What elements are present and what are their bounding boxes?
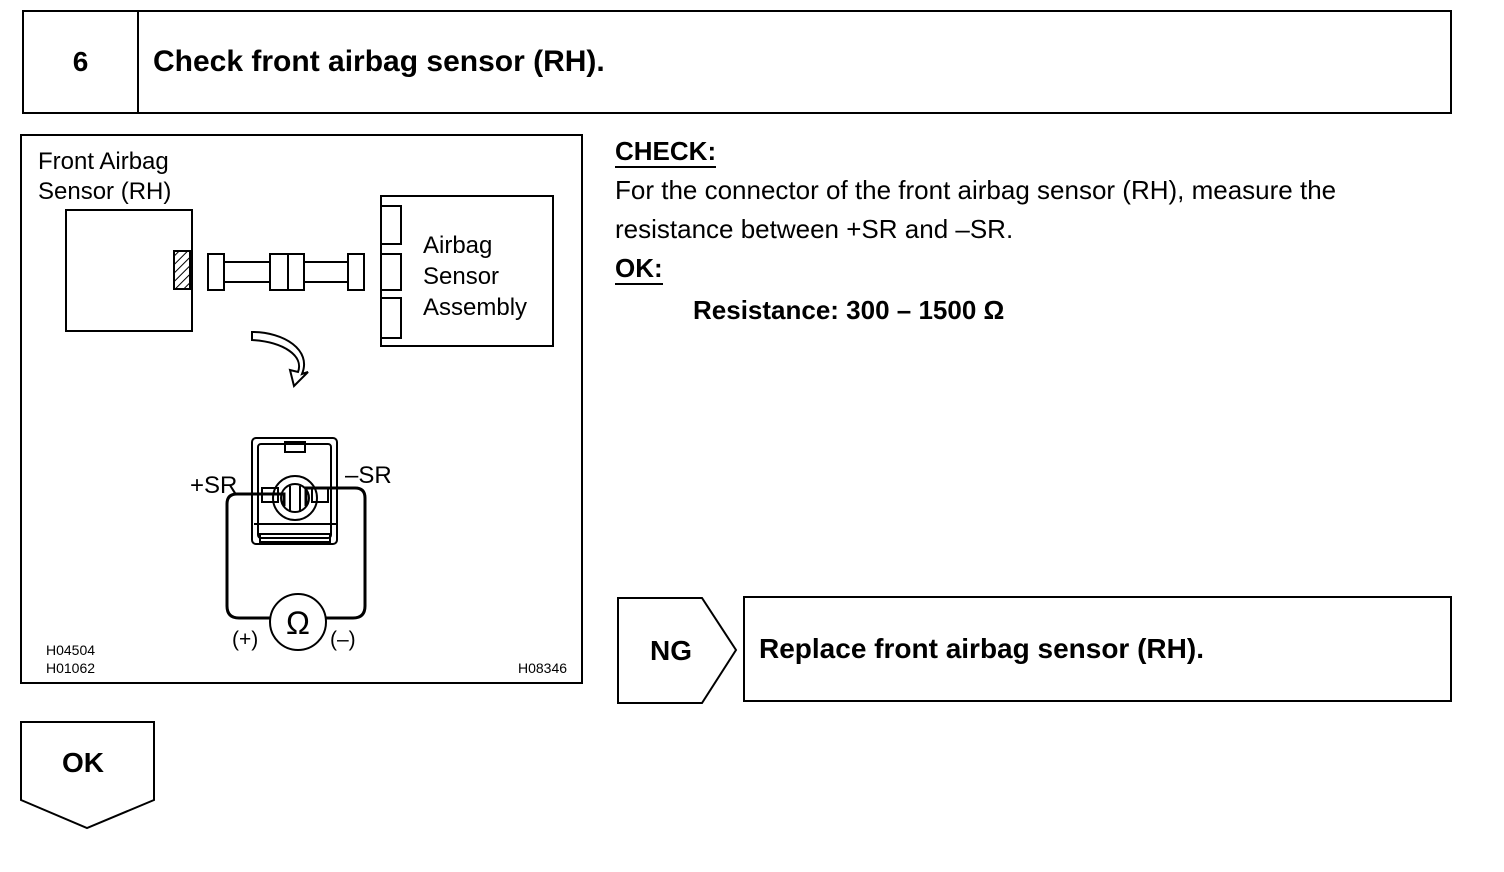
ref-code-1: H04504 <box>46 642 95 658</box>
illustration-diagram: Front Airbag Sensor (RH) Airbag Sensor <box>38 148 567 676</box>
check-text-line2: resistance between +SR and –SR. <box>615 214 1014 244</box>
assembly-label-line3: Assembly <box>423 294 527 321</box>
ok-spec: Resistance: 300 – 1500 Ω <box>693 295 1005 325</box>
minus-terminal-label: –SR <box>345 462 392 489</box>
disconnect-arrow-icon <box>251 330 309 388</box>
step-title: Check front airbag sensor (RH). <box>153 45 605 78</box>
ref-code-3: H08346 <box>518 660 567 676</box>
airbag-sensor-assembly <box>380 195 554 347</box>
instructions: CHECK: For the connector of the front ai… <box>615 132 1475 332</box>
assembly-label-line1: Airbag <box>423 232 492 259</box>
ohmmeter-circuit <box>225 486 367 620</box>
check-heading: CHECK: <box>615 136 717 168</box>
check-text-line1: For the connector of the front airbag se… <box>615 175 1337 205</box>
step-header: 6 Check front airbag sensor (RH). <box>22 10 1452 114</box>
ok-arrow: OK <box>19 720 159 837</box>
probe-plus-label: (+) <box>232 628 258 651</box>
ohmmeter-icon: Ω <box>269 593 327 651</box>
sensor-label-line2: Sensor (RH) <box>38 178 171 205</box>
harness-connector <box>207 253 365 291</box>
sensor-label-line1: Front Airbag <box>38 148 169 175</box>
ng-arrow: NG <box>616 596 740 711</box>
ohm-symbol: Ω <box>286 605 310 641</box>
ok-heading: OK: <box>615 253 663 285</box>
ng-label: NG <box>650 635 692 666</box>
front-airbag-sensor <box>65 209 193 332</box>
step-number: 6 <box>24 12 139 112</box>
probe-minus-label: (–) <box>330 628 356 651</box>
ng-action: Replace front airbag sensor (RH). <box>743 596 1452 702</box>
ref-code-2: H01062 <box>46 660 95 676</box>
assembly-label-line2: Sensor <box>423 263 499 290</box>
wiring-illustration: Front Airbag Sensor (RH) Airbag Sensor <box>20 134 583 684</box>
ok-label: OK <box>62 747 104 778</box>
connector-terminal-face <box>251 437 338 545</box>
